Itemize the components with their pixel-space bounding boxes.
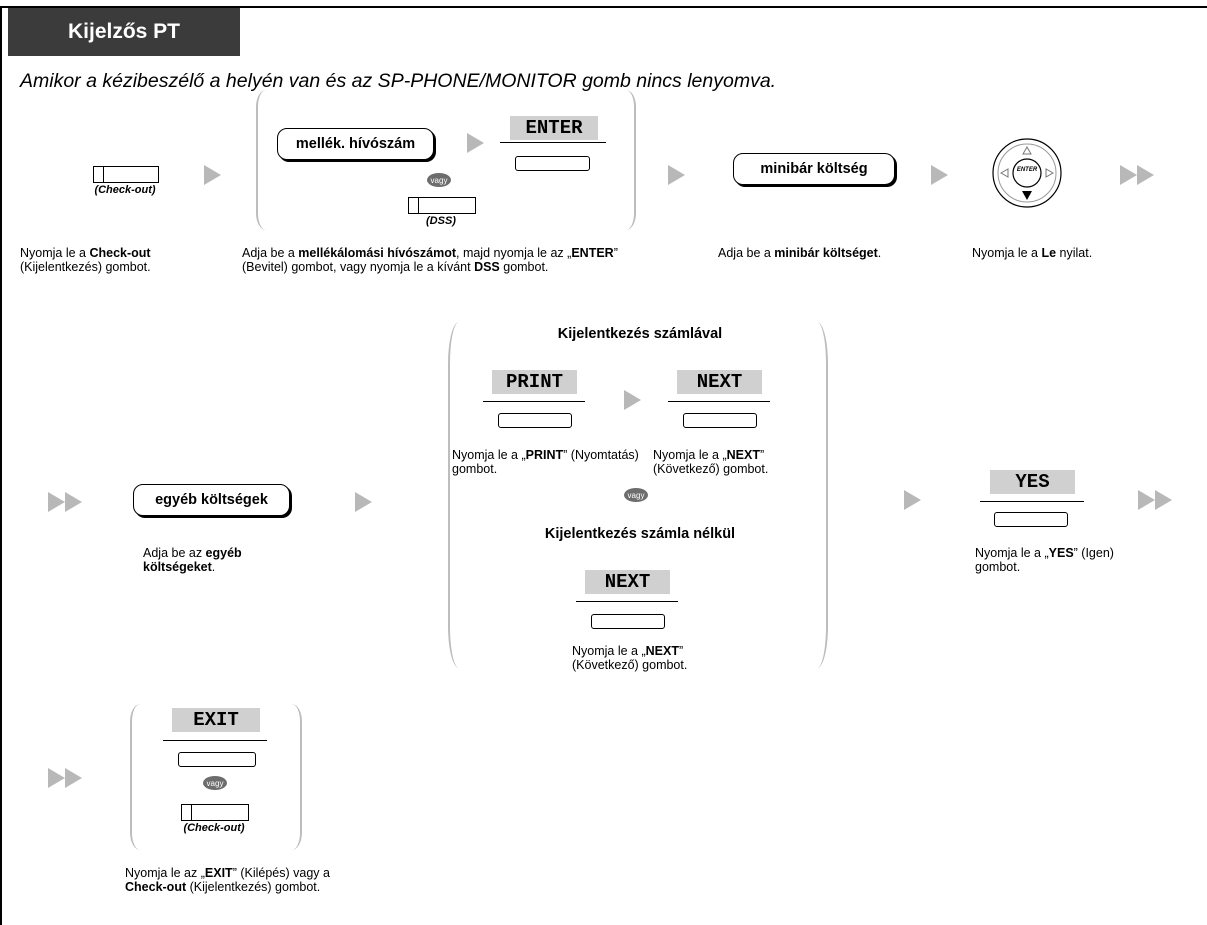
check-out-key[interactable] [181,804,249,821]
heading-without-bill: Kijelentkezés számla nélkül [544,526,736,542]
next-softkey-button[interactable] [683,413,757,428]
arrow-icon [204,165,221,185]
dss-caption: (DSS) [426,215,456,227]
step-print-desc: Nyomja le a „PRINT” (Nyomtatás) gombot. [452,448,639,476]
arrow-icon [931,165,948,185]
exit-softkey-label: EXIT [172,708,260,732]
check-out-key[interactable] [93,166,159,183]
frame-top-rule [0,6,1207,8]
step-yes-desc: Nyomja le a „YES” (Igen) gombot. [975,546,1114,574]
section-subtitle: Amikor a kézibeszélő a helyén van és az … [20,70,777,92]
step-exit-desc: Nyomja le az „EXIT” (Kilépés) vagy a Che… [125,866,330,894]
step-mellek-desc: Adja be a mellékálomási hívószámot, majd… [242,246,618,274]
arrow-icon [355,492,372,512]
step-next-nobill-desc: Nyomja le a „NEXT” (Következő) gombot. [572,644,688,672]
next-softkey-label: NEXT [585,570,670,594]
double-arrow-icon [1138,490,1172,510]
softkey-underline [483,401,585,402]
arrow-icon [668,165,685,185]
enter-icon-label: ENTER [1016,167,1038,173]
paren-right [616,90,636,230]
paren-left [130,704,150,850]
yes-softkey-button[interactable] [994,512,1068,527]
print-softkey-label: PRINT [492,370,577,394]
softkey-underline [980,501,1084,502]
step-egyeb-desc: Adja be az egyéb költségeket. [143,546,242,574]
mellek-hivoszam-button[interactable]: mellék. hívószám [277,128,434,160]
exit-softkey-button[interactable] [178,752,256,767]
enter-softkey-label: ENTER [510,116,598,140]
step-down-desc: Nyomja le a Le nyilat. [972,246,1093,260]
dss-key[interactable] [408,197,476,214]
egyeb-koltsegek-button[interactable]: egyéb költségek [133,484,290,516]
arrow-icon [904,490,921,510]
vagy-badge: vagy [624,488,648,502]
step-check-out-desc: Nyomja le a Check-out (Kijelentkezés) go… [20,246,151,274]
yes-softkey-label: YES [990,470,1075,494]
softkey-underline [668,401,770,402]
step-minibar-desc: Adja be a minibár költséget. [718,246,882,260]
next-softkey-label: NEXT [677,370,762,394]
paren-right [282,704,302,850]
next-softkey-button[interactable] [591,614,665,629]
double-arrow-icon [1120,165,1154,185]
double-arrow-icon [48,492,82,512]
step-next-desc: Nyomja le a „NEXT” (Következő) gombot. [653,448,769,476]
softkey-underline [500,142,606,143]
arrow-icon [467,133,484,153]
paren-left [448,322,470,668]
arrow-icon [624,390,641,410]
print-softkey-button[interactable] [498,413,572,428]
softkey-underline [576,601,678,602]
navigator-key-icon[interactable]: ENTER [990,136,1064,210]
section-title: Kijelzős PT [8,8,240,56]
softkey-underline [163,740,267,741]
vagy-badge: vagy [203,776,227,790]
minibar-koltseg-button[interactable]: minibár költség [733,153,895,185]
frame-left-rule [0,6,2,925]
double-arrow-icon [48,768,82,788]
heading-with-bill: Kijelentkezés számlával [557,326,723,342]
check-out-caption: (Check-out) [183,822,245,834]
enter-softkey-button[interactable] [515,156,590,171]
check-out-caption: (Check-out) [94,184,156,196]
vagy-badge: vagy [427,173,451,187]
paren-right [806,322,828,668]
paren-left [256,90,276,230]
